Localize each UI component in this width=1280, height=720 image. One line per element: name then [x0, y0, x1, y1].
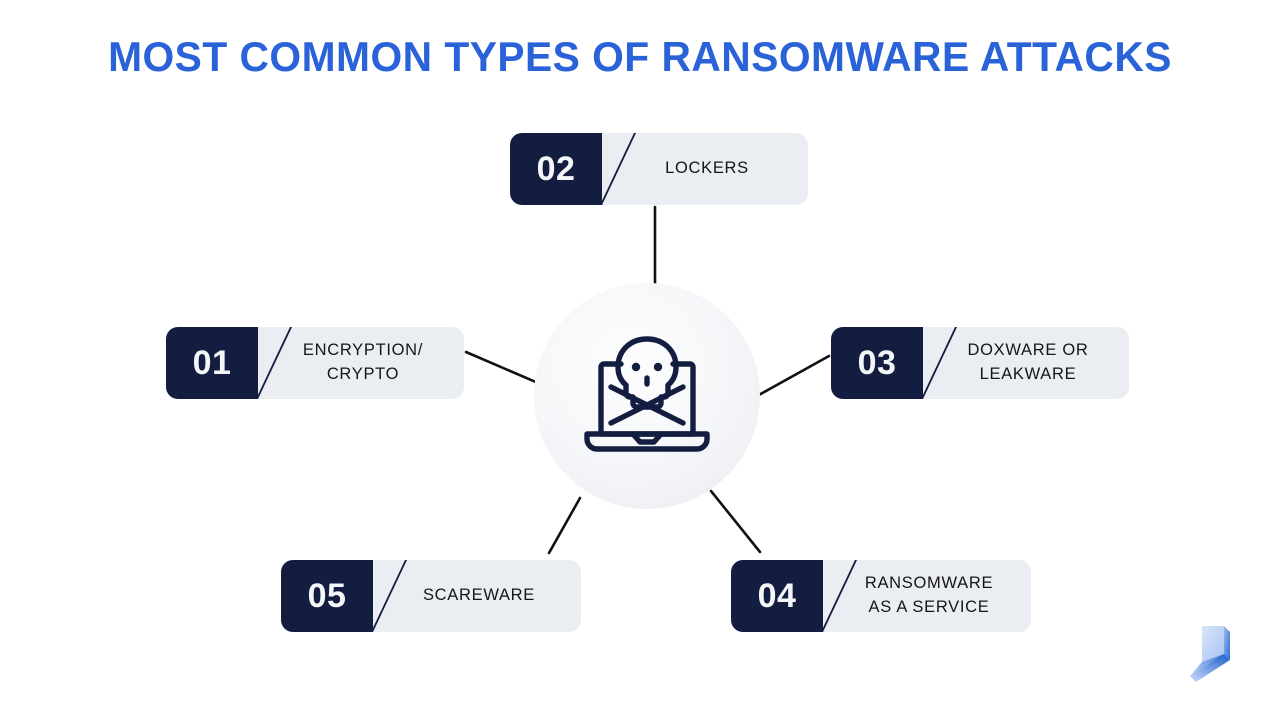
card-02-label: LOCKERS	[602, 133, 808, 205]
card-02-label-line1: LOCKERS	[665, 159, 749, 178]
connector-line-03	[755, 354, 831, 398]
connector-line-05	[547, 496, 582, 555]
brand-logo-icon	[1190, 626, 1230, 682]
center-hub	[534, 283, 760, 509]
connector-line-04	[709, 489, 762, 554]
card-04-label-line2: AS A SERVICE	[868, 598, 990, 616]
card-01-label: ENCRYPTION/ CRYPTO	[258, 327, 464, 399]
card-01-number: 01	[166, 327, 258, 399]
card-03-label: DOXWARE OR LEAKWARE	[923, 327, 1129, 399]
card-02-lockers[interactable]: 02 LOCKERS	[510, 133, 808, 205]
card-03-doxware-leakware[interactable]: 03 DOXWARE OR LEAKWARE	[831, 327, 1129, 399]
card-05-label-line1: SCAREWARE	[422, 586, 536, 605]
page-title: MOST COMMON TYPES OF RANSOMWARE ATTACKS	[108, 33, 1172, 80]
card-01-label-line2: CRYPTO	[326, 365, 400, 383]
card-03-number: 03	[831, 327, 923, 399]
card-03-label-line2: LEAKWARE	[979, 365, 1077, 383]
card-05-label: SCAREWARE	[373, 560, 581, 632]
card-05-scareware[interactable]: 05 SCAREWARE	[281, 560, 581, 632]
card-01-label-line1: ENCRYPTION/	[302, 341, 424, 360]
card-02-number: 02	[510, 133, 602, 205]
laptop-skull-crossbones-icon	[584, 336, 710, 452]
card-04-number: 04	[731, 560, 823, 632]
card-05-number: 05	[281, 560, 373, 632]
card-04-label: RANSOMWARE AS A SERVICE	[823, 560, 1031, 632]
card-03-label-line1: DOXWARE OR	[967, 341, 1089, 360]
card-01-encryption-crypto[interactable]: 01 ENCRYPTION/ CRYPTO	[166, 327, 464, 399]
card-04-label-line1: RANSOMWARE	[864, 574, 994, 593]
card-04-ransomware-as-a-service[interactable]: 04 RANSOMWARE AS A SERVICE	[731, 560, 1031, 632]
